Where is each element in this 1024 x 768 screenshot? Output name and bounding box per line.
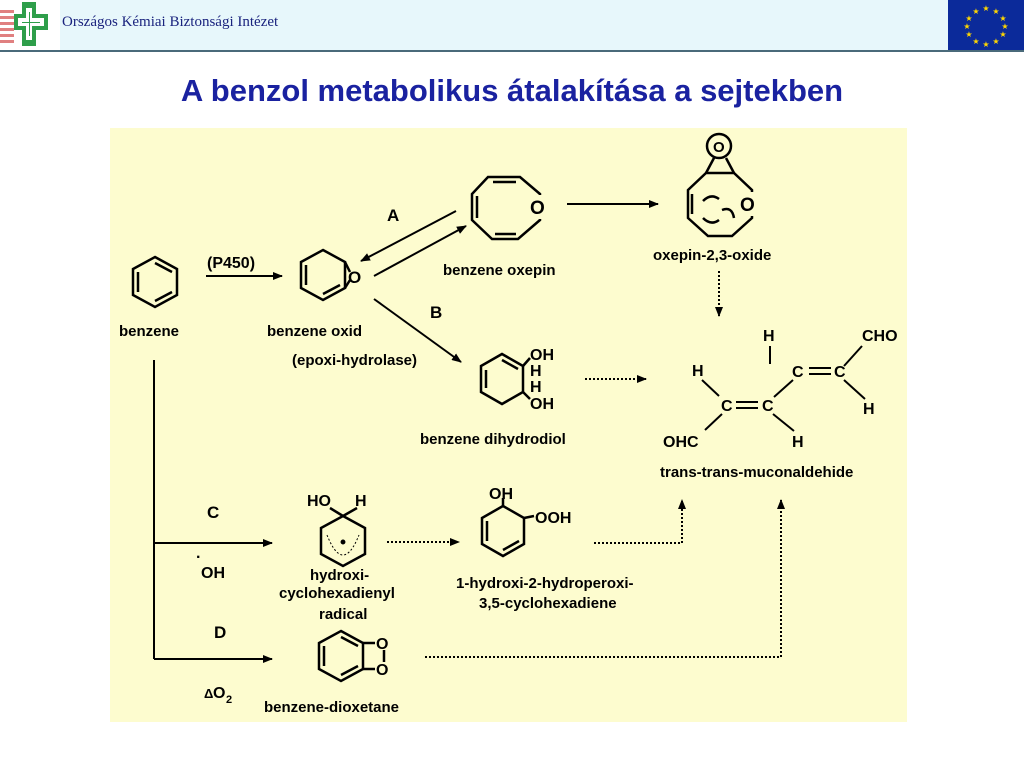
hydroperoxy-label-2: 3,5-cyclohexadiene [479, 595, 617, 612]
oxepin-oxide-label: oxepin-2,3-oxide [653, 247, 771, 264]
mucon-h-left: H [692, 363, 704, 380]
svg-text:★: ★ [999, 14, 1006, 23]
dioxetane-to-muconaldehyde-arrow [425, 499, 785, 658]
oxepin-oxide-structure [686, 132, 754, 238]
benzene-oxepin-structure [470, 175, 542, 241]
mucon-c-3: C [792, 364, 804, 381]
oxepin-o-atom: O [530, 198, 545, 219]
oxide-epoxide-o-atom: O [713, 139, 725, 156]
header-divider [0, 50, 1024, 52]
oxepin-o-bg [528, 195, 550, 219]
hydroperoxy-label-1: 1-hydroxi-2-hydroperoxi- [456, 575, 634, 592]
org-name: Országos Kémiai Biztonsági Intézet [62, 14, 279, 30]
mucon-h-top-left: H [763, 328, 775, 345]
oxide-ring-o-bg [738, 192, 760, 216]
benzene-oxepin-label: benzene oxepin [443, 262, 556, 279]
page-title: A benzol metabolikus átalakítása a sejte… [180, 73, 844, 108]
epoxi-hydrolase-label: (epoxi-hydrolase) [292, 352, 417, 369]
mucon-c-1: C [721, 398, 733, 415]
dioxetane-o-top: O [376, 636, 388, 653]
hydroxy-radical-structure [319, 506, 367, 568]
svg-text:★: ★ [999, 30, 1006, 39]
oxid-to-oxepin-arrow [373, 225, 467, 277]
path-d-label: D [214, 623, 226, 642]
oxid-o-atom: O [348, 268, 361, 287]
benzene-dihydrodiol-structure [479, 352, 531, 406]
p450-enzyme-label: (P450) [207, 255, 255, 272]
hydroperoxy-structure [480, 498, 535, 558]
eu-flag-icon: ★ ★ ★ ★ ★ ★ ★ ★ ★ ★ ★ ★ [948, 0, 1024, 50]
svg-text:★: ★ [963, 22, 970, 31]
benzene-structure [131, 255, 179, 309]
oh-radical-dot: · [196, 549, 201, 566]
hydroperoxy-ooh-atom: OOH [535, 510, 571, 527]
o2-label: O [213, 685, 225, 702]
benzene-dihydrodiol-label: benzene dihydrodiol [420, 431, 566, 448]
header-bar: Országos Kémiai Biztonsági Intézet ★ ★ ★… [0, 0, 1024, 52]
svg-text:★: ★ [972, 7, 979, 16]
dihydrodiol-oh-top: OH [530, 347, 554, 364]
svg-text:★: ★ [1001, 22, 1008, 31]
hydroxy-radical-label-1: hydroxi- [310, 567, 369, 584]
path-a-label: A [387, 206, 399, 225]
mucon-h-bottom: H [792, 434, 804, 451]
svg-text:★: ★ [972, 37, 979, 46]
svg-text:★: ★ [965, 30, 972, 39]
oxide-ring-o-atom: O [740, 195, 755, 216]
green-cross-logo-icon [0, 2, 48, 46]
hydroxy-radical-label-3: radical [319, 606, 367, 623]
muconaldehyde-structure: H CHO H C C C C H OHC H [663, 328, 898, 451]
mucon-ohc: OHC [663, 434, 699, 451]
benzene-dioxetane-structure [317, 629, 386, 683]
o2-subscript: 2 [226, 694, 232, 706]
svg-text:★: ★ [982, 4, 989, 13]
radical-h-atom: H [355, 493, 367, 510]
oxepin-to-oxid-arrow [360, 210, 457, 262]
muconaldehyde-label: trans-trans-muconaldehide [660, 464, 853, 481]
radical-ho-atom: HO [307, 493, 331, 510]
mucon-c-4: C [834, 364, 846, 381]
hydroxy-radical-label-2: cyclohexadienyl [279, 585, 395, 602]
dihydrodiol-oh-bottom: OH [530, 396, 554, 413]
oxid-to-dihydrodiol-arrow [373, 298, 462, 363]
benzene-label: benzene [119, 323, 179, 340]
benzene-oxid-label: benzene oxid [267, 323, 362, 340]
svg-text:★: ★ [992, 7, 999, 16]
path-b-label: B [430, 303, 442, 322]
delta-symbol: Δ [204, 686, 213, 701]
hydroperoxy-to-muconaldehyde-arrow [594, 499, 686, 544]
svg-text:★: ★ [992, 37, 999, 46]
oh-radical-label: OH [201, 565, 225, 582]
path-c-label: C [207, 503, 219, 522]
mucon-h-right: H [863, 401, 875, 418]
svg-text:★: ★ [965, 14, 972, 23]
mucon-cho: CHO [862, 328, 898, 345]
benzene-oxid-structure [299, 248, 352, 302]
header-band [60, 0, 948, 50]
metabolism-diagram: benzene (P450) O benzene oxid A O benzen… [110, 128, 907, 722]
svg-text:★: ★ [982, 40, 989, 49]
mucon-c-2: C [762, 398, 774, 415]
benzene-dioxetane-label: benzene-dioxetane [264, 699, 399, 716]
hydroperoxy-oh-atom: OH [489, 486, 513, 503]
dihydrodiol-h-top: H [530, 363, 542, 380]
dioxetane-o-bottom: O [376, 662, 388, 679]
dihydrodiol-h-bottom: H [530, 379, 542, 396]
